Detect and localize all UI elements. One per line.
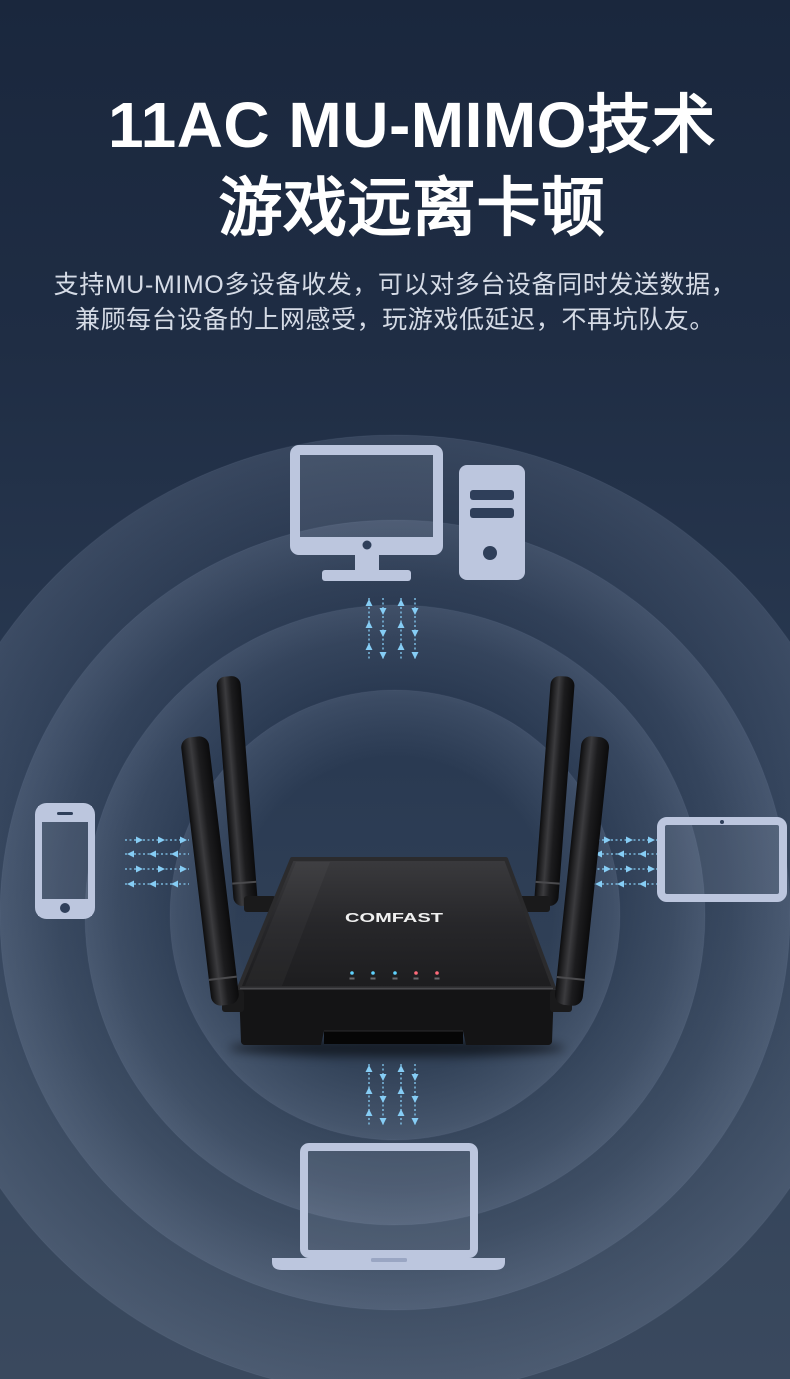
- antenna-back-left: [216, 676, 258, 906]
- status-led: [393, 971, 397, 975]
- router-body: COMFAST: [237, 857, 556, 1045]
- status-led: [435, 971, 439, 975]
- antenna-hinge: [244, 896, 276, 912]
- router-front-face: [239, 988, 554, 1045]
- tablet-icon: [657, 817, 787, 902]
- router-status-leds: [349, 971, 440, 980]
- antenna-front-left: [181, 736, 239, 1006]
- antenna-front-right: [554, 736, 610, 1006]
- pc-tower-icon: [459, 465, 525, 580]
- smartphone-icon: [35, 803, 95, 919]
- description-line-1: 支持MU-MIMO多设备收发，可以对多台设备同时发送数据，: [53, 271, 737, 299]
- router-brand-logo: COMFAST: [345, 911, 444, 925]
- router: COMFAST: [181, 676, 610, 1057]
- description-line-2: 兼顾每台设备的上网感受，玩游戏低延迟，不再坑队友。: [74, 306, 715, 334]
- desktop-monitor-icon: [290, 445, 443, 581]
- router-foot-recess: [324, 1031, 463, 1044]
- status-led: [350, 971, 354, 975]
- antenna-back-right: [534, 676, 575, 906]
- headline-line-2: 游戏远离卡顿: [218, 172, 606, 244]
- router-top-surface: [237, 857, 556, 990]
- headline-line-1: 11AC MU-MIMO技术: [108, 89, 716, 161]
- status-led: [414, 971, 418, 975]
- laptop-icon: [272, 1143, 505, 1270]
- status-led: [371, 971, 375, 975]
